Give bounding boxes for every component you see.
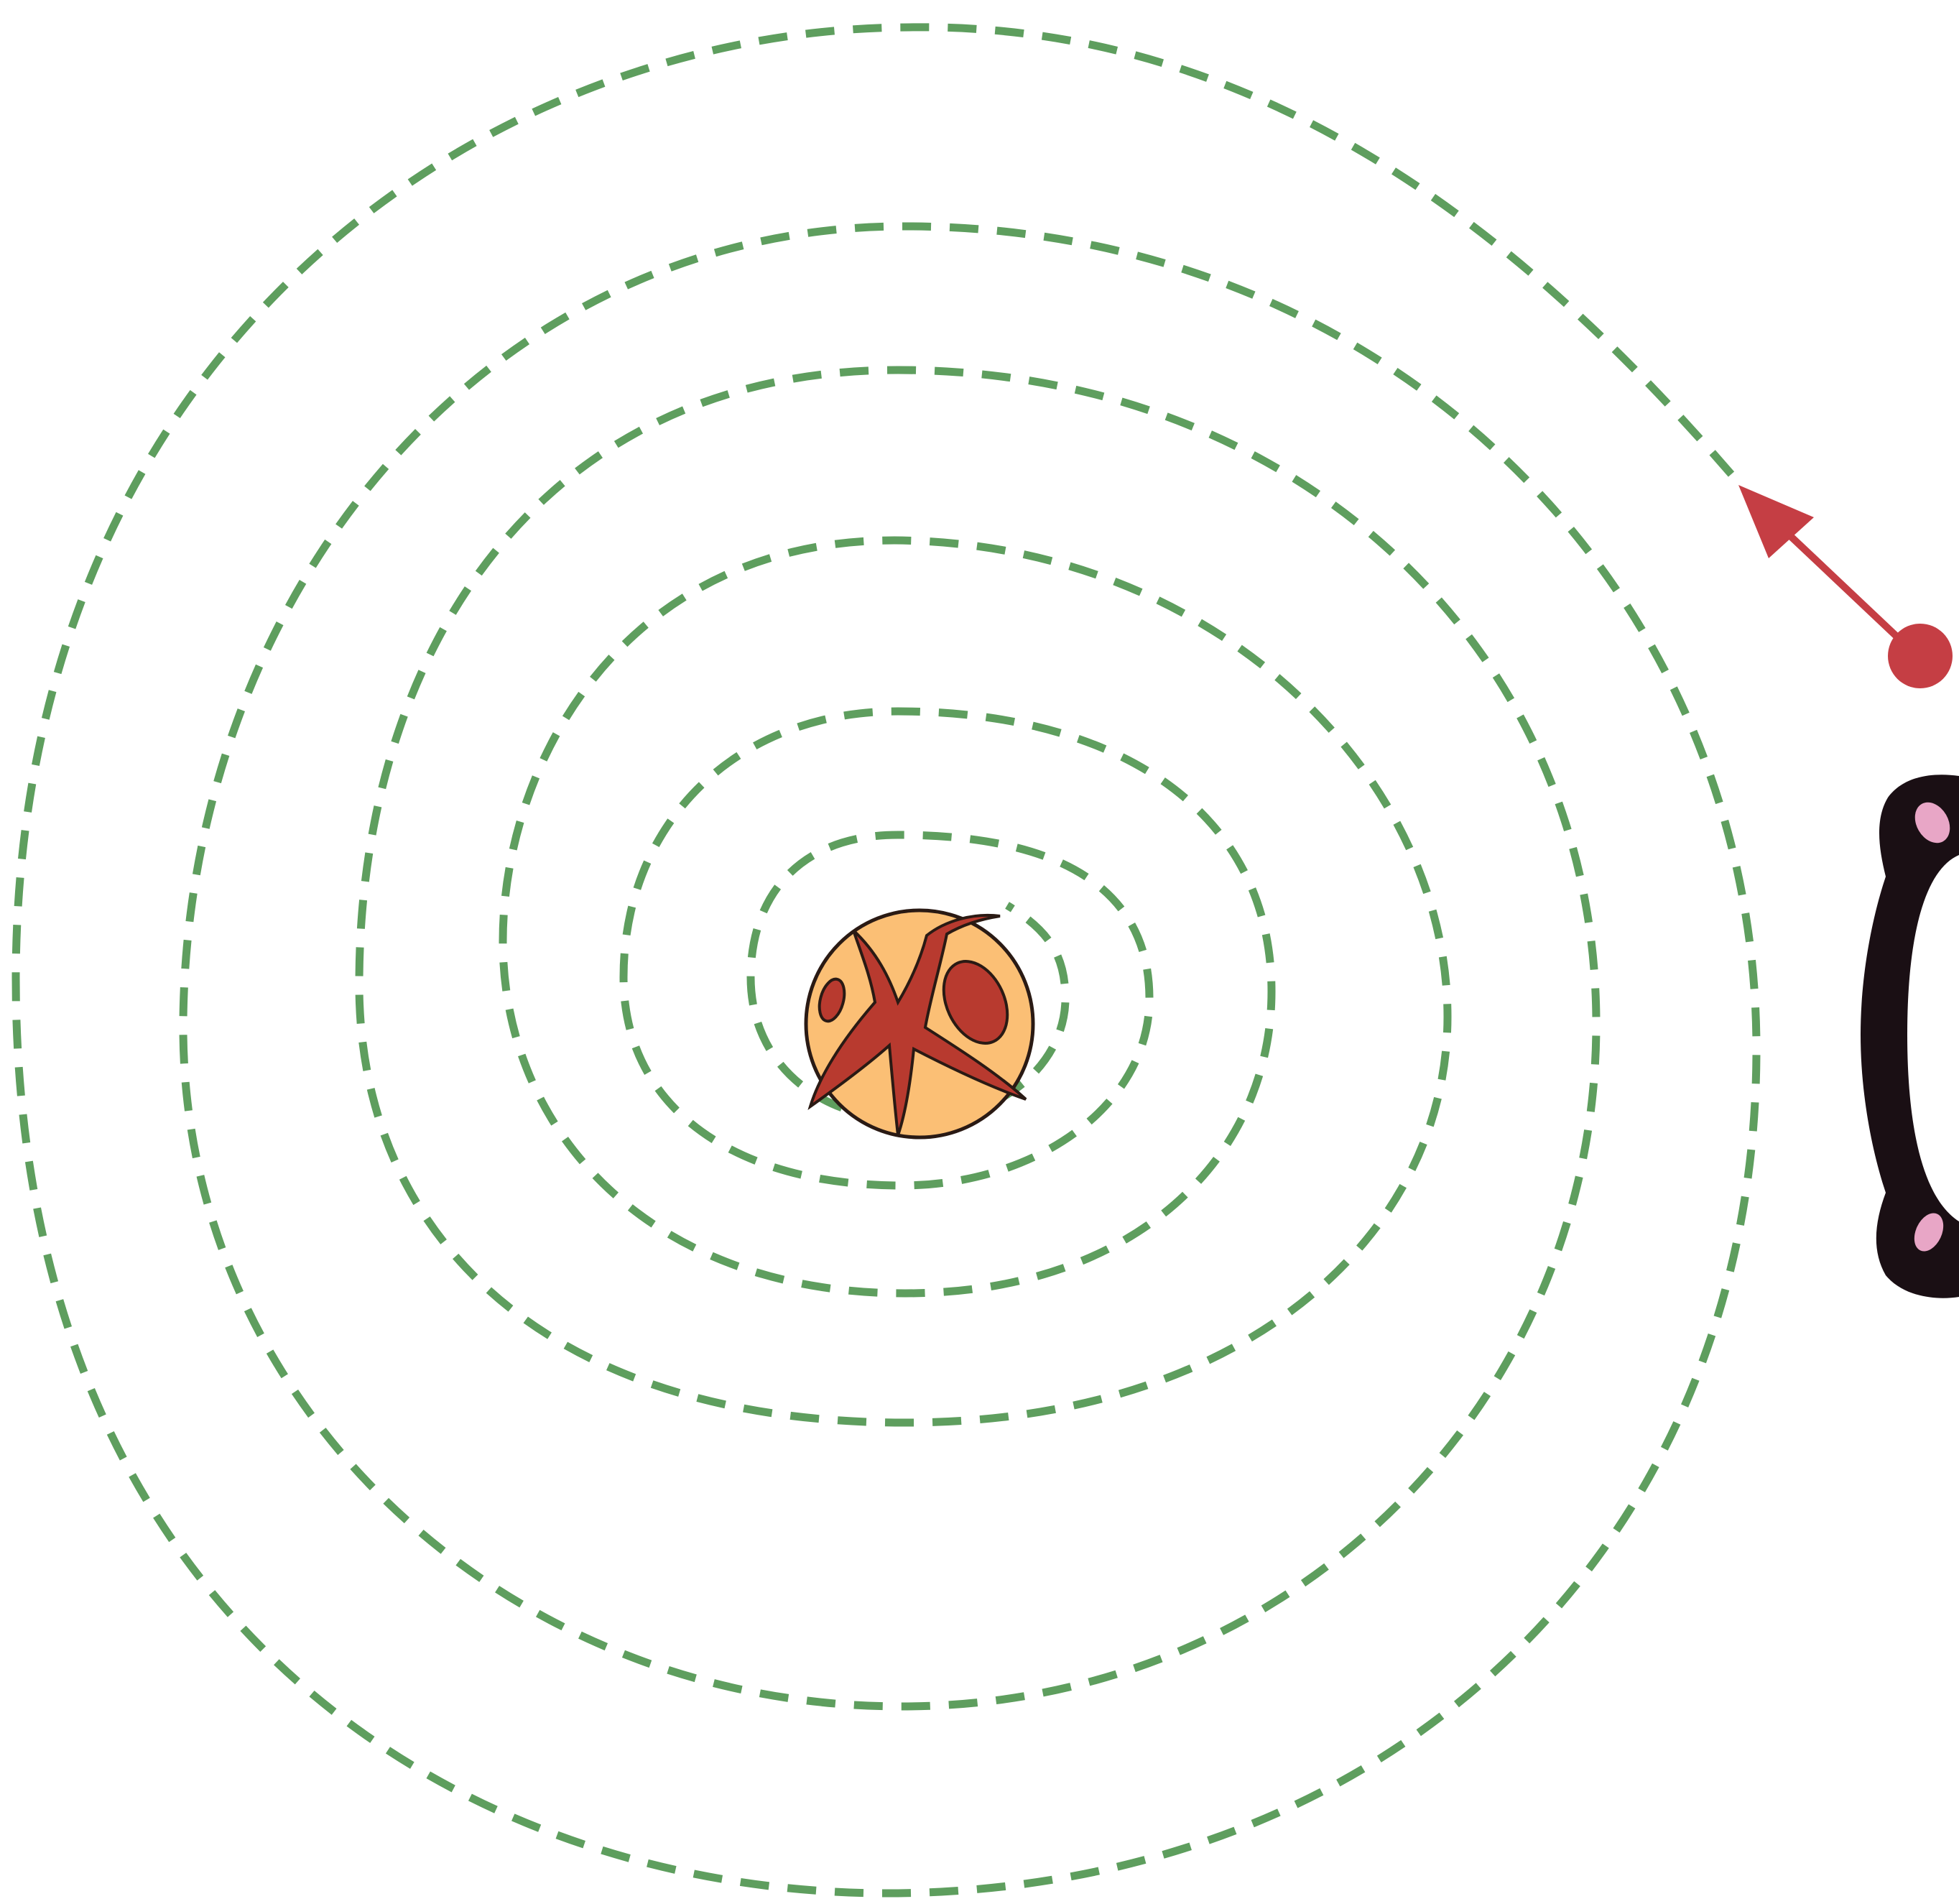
ball-figure-mark <box>807 913 1027 1136</box>
start-dot-icon[interactable] <box>1888 624 1953 688</box>
cat-silhouette-icon <box>1861 775 1959 1298</box>
paw-bottom-icon <box>1914 1213 1944 1252</box>
paw-top-icon <box>1914 802 1950 844</box>
ball-icon[interactable] <box>804 908 1035 1140</box>
character-belly <box>1907 855 1959 1221</box>
start-marker[interactable] <box>1738 485 1953 688</box>
arrow-icon <box>1784 530 1920 659</box>
arrow-head-icon <box>1738 485 1814 558</box>
ball-dot-mark <box>818 977 846 1023</box>
ball-oval-mark <box>942 960 1009 1045</box>
